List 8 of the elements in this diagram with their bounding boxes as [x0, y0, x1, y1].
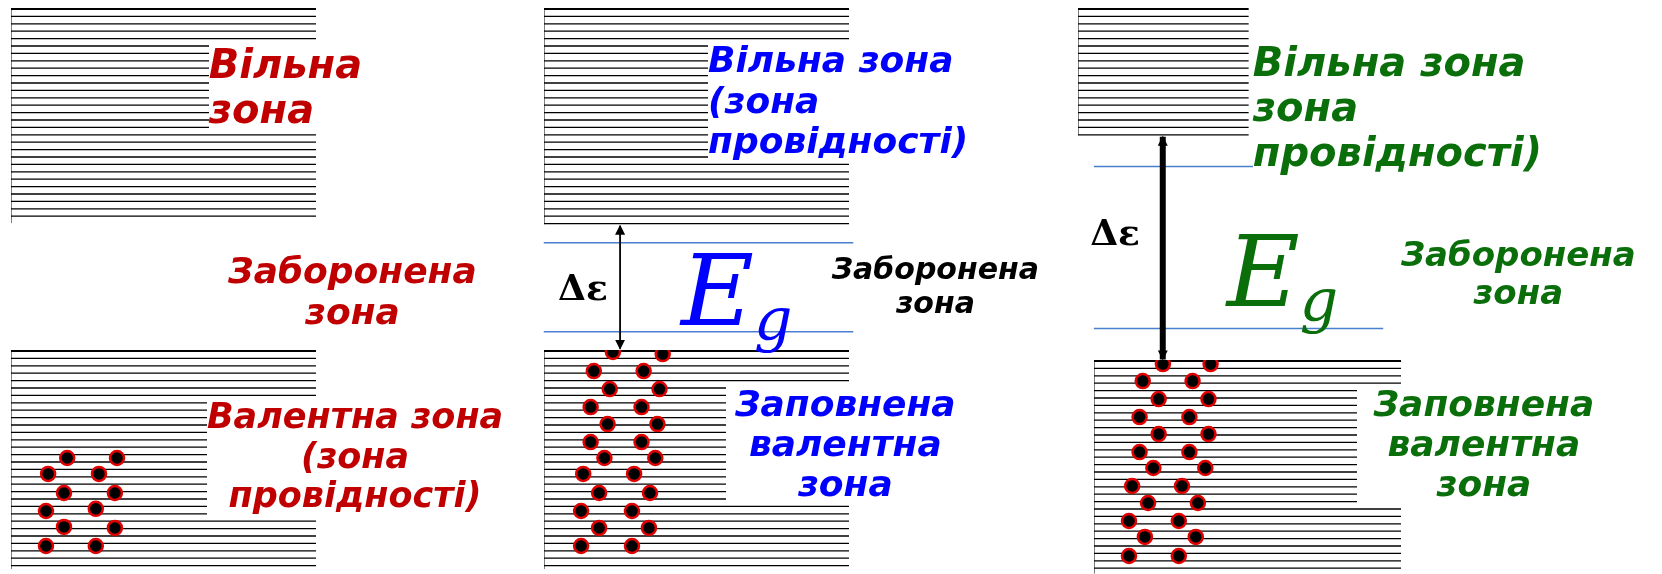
energy-gap-symbol: E$_{g}$ [1224, 216, 1340, 335]
arrow [1157, 135, 1168, 361]
band-gap-label: Заборонена зона [830, 252, 1040, 320]
arrow [615, 224, 626, 350]
band-gap-label: Заборонена зона [227, 251, 478, 332]
delta-epsilon-label: Δε [557, 267, 609, 308]
delta-epsilon-label: Δε [1089, 212, 1141, 253]
band-gap-label: Заборонена зона [1399, 235, 1637, 312]
